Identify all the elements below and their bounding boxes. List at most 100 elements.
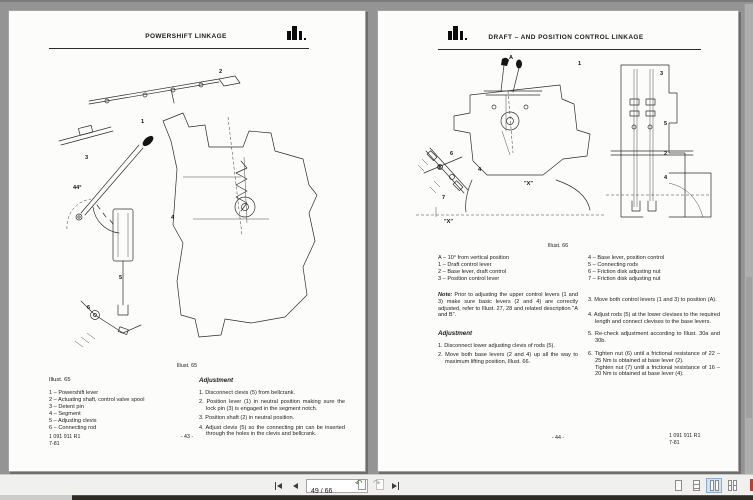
note-label: Note: <box>438 292 453 298</box>
illust-65-caption: Illust. 65 <box>176 363 198 369</box>
vertical-scrollbar[interactable] <box>744 4 753 474</box>
adjustment-step: 6. Tighten nut (6) until a frictional re… <box>588 350 720 364</box>
two-page-continuous-icon <box>727 480 732 491</box>
clipped-toolbar-icon <box>750 479 753 491</box>
doc-date: 7-81 <box>49 440 60 447</box>
adjustment-step: 2. Move both base levers (2 and 4) up al… <box>438 352 578 366</box>
legend-item: 2 – Actuating shaft, control valve spool <box>49 397 145 403</box>
left-text-column: A – 10° from vertical position 1 – Draft… <box>438 255 578 381</box>
previous-page-icon <box>293 482 298 489</box>
legend-item: 7 – Friction disk adjusting nut <box>588 276 661 282</box>
legend-item: 4 – Segment <box>49 411 81 417</box>
first-page-icon <box>277 482 283 489</box>
callout-6: 6 <box>87 305 91 311</box>
viewer-toolbar: ↶ ↷ <box>0 474 753 497</box>
single-page-icon <box>674 480 682 491</box>
callout-angle: 44° <box>73 185 82 191</box>
callout-3: 3 <box>660 71 664 77</box>
page-number-input[interactable] <box>307 485 367 497</box>
legend-item: 3 – Position control lever <box>438 276 500 282</box>
callout-5: 5 <box>119 275 123 281</box>
legend-item: 1 – Draft control lever <box>438 262 492 268</box>
ih-logo <box>448 25 467 40</box>
adjustment-step: 4. Adjust rods (5) at the lower clevises… <box>588 311 720 325</box>
last-page-button[interactable] <box>389 479 402 493</box>
bottom-edge-light <box>0 495 72 500</box>
page-navigation <box>272 478 402 497</box>
legend-column: Illust. 65 1 – Powershift lever 2 – Actu… <box>49 377 189 441</box>
callout-5: 5 <box>664 121 668 127</box>
callout-1: 1 <box>578 61 582 67</box>
note-paragraph: Note: Prior to adjusting the upper contr… <box>438 292 578 319</box>
single-page-view-button[interactable] <box>670 478 686 493</box>
header-rule <box>438 49 701 50</box>
adjustment-step: 1. Disconnect lower adjusting clevis of … <box>438 343 555 350</box>
legend-item: 4 – Base lever, position control <box>588 255 665 261</box>
bottom-edge <box>0 495 753 500</box>
callout-3: 3 <box>85 155 89 161</box>
next-view-page-icon <box>376 479 384 490</box>
callout-x2: "X" <box>444 219 454 225</box>
adjustment-step: Tighten nut (7) until a frictional resis… <box>595 364 720 378</box>
doc-number-block: 1 091 911 R1 7-81 <box>669 433 700 446</box>
page-title: DRAFT – AND POSITION CONTROL LINKAGE <box>488 34 644 41</box>
callout-A: A <box>509 55 514 61</box>
callout-x1: "X" <box>524 181 534 187</box>
first-page-button[interactable] <box>272 479 285 493</box>
scrollbar-thumb[interactable] <box>746 276 752 418</box>
callout-2: 2 <box>219 69 223 75</box>
linkage-drawing <box>58 75 318 348</box>
callout-4: 4 <box>171 215 175 221</box>
legend-title: Illust. 65 <box>49 377 71 383</box>
page-layout-modes <box>670 478 740 493</box>
callout-4b: 4 <box>478 167 482 173</box>
page-number-field <box>306 478 368 497</box>
adjustment-heading: Adjustment <box>199 377 234 384</box>
taskbar-strip <box>72 495 753 500</box>
previous-view-arrow-icon: ↶ <box>355 478 363 488</box>
illust-66-caption: Illust. 66 <box>547 243 569 249</box>
next-view-button[interactable]: ↷ <box>373 478 387 492</box>
two-page-continuous-view-button[interactable] <box>724 478 740 493</box>
legend-item: 1 – Powershift lever <box>49 390 99 396</box>
adjustment-heading: Adjustment <box>438 330 473 338</box>
callout-2b: 2 <box>438 165 442 171</box>
linkage-drawing <box>416 57 712 218</box>
legend-item: 6 – Connecting rod <box>49 425 97 431</box>
note-text: Prior to adjusting the upper control lev… <box>438 292 578 319</box>
legend-item: 5 – Adjusting clevis <box>49 418 97 424</box>
doc-number-block: 1 091 911 R1 7-81 <box>49 434 80 447</box>
document-canvas: POWERSHIFT LINKAGE <box>0 0 753 474</box>
two-page-icon <box>709 480 714 491</box>
header-rule <box>49 48 309 49</box>
adjustment-step: 2. Position lever (1) in neutral positio… <box>199 399 345 413</box>
previous-view-button[interactable]: ↶ <box>355 478 369 492</box>
page-number: - 44 - <box>551 435 565 441</box>
callout-4: 4 <box>664 175 668 181</box>
legend-item: 2 – Base lever, draft control <box>438 269 507 275</box>
previous-page-button[interactable] <box>289 479 302 493</box>
view-history: ↶ ↷ <box>355 478 387 492</box>
draft-position-control-diagram: A 1 3 5 2 4 6 2 4 7 "X" "X" <box>406 55 716 241</box>
adjustment-step: 4. Adjust clevis (5) so the connecting p… <box>199 424 345 438</box>
right-text-column: 4 – Base lever, position control 5 – Con… <box>588 255 720 381</box>
doc-number: 1 091 911 R1 <box>49 434 81 440</box>
adjustment-step: 3. Move both control levers (1 and 3) to… <box>588 297 717 303</box>
two-page-view-button[interactable] <box>706 478 722 493</box>
adjustment-step: 1. Disconnect clevis (5) from bellcrank. <box>199 390 296 396</box>
callout-6: 6 <box>450 151 454 157</box>
legend-item: 5 – Connecting rods <box>588 262 639 268</box>
page-44: DRAFT – AND POSITION CONTROL LINKAGE <box>377 10 739 472</box>
legend-item: 6 – Friction disk adjusting nut <box>588 269 661 275</box>
next-view-arrow-icon: ↷ <box>373 478 381 488</box>
continuous-view-button[interactable] <box>688 478 704 493</box>
adjustment-step: 3. Position shaft (2) in neutral positio… <box>199 415 295 422</box>
callout-7: 7 <box>442 195 446 201</box>
page-43: POWERSHIFT LINKAGE <box>8 10 366 472</box>
two-page-icon <box>714 480 719 491</box>
two-page-continuous-icon <box>732 480 737 491</box>
doc-date: 7-81 <box>669 439 680 446</box>
ih-logo <box>287 25 306 40</box>
page-title: POWERSHIFT LINKAGE <box>145 33 227 40</box>
page-number: - 43 - <box>180 434 194 440</box>
